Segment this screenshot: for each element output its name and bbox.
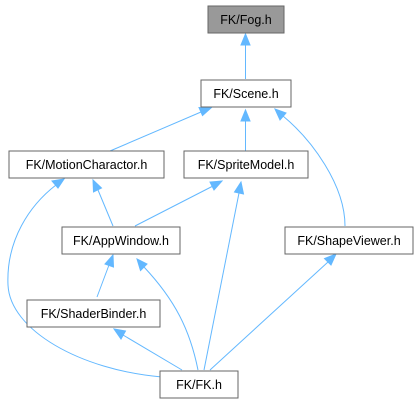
edge-fk-to-motion bbox=[7, 178, 163, 378]
edge-fk-to-shader bbox=[112, 328, 183, 371]
node-scene-h[interactable]: FK/Scene.h bbox=[200, 79, 292, 108]
node-shape-viewer-h[interactable]: FK/ShapeViewer.h bbox=[284, 226, 414, 255]
node-sprite-model-h-label: FK/SpriteModel.h bbox=[198, 158, 295, 172]
node-fog-h[interactable]: FK/Fog.h bbox=[207, 5, 285, 34]
edge-fk-to-shape bbox=[209, 253, 337, 371]
nodes-layer: FK/Fog.h FK/Scene.h FK/MotionCharactor.h… bbox=[8, 5, 414, 399]
node-shape-viewer-h-label: FK/ShapeViewer.h bbox=[297, 234, 400, 248]
edge-motion-to-scene bbox=[109, 106, 213, 152]
edge-sprite-to-scene bbox=[240, 108, 251, 151]
edges-layer bbox=[7, 32, 346, 378]
edge-fk-to-appwin bbox=[136, 258, 199, 371]
node-scene-h-label: FK/Scene.h bbox=[213, 87, 278, 101]
edge-appwin-to-sprite bbox=[134, 180, 224, 227]
node-fk-h[interactable]: FK/FK.h bbox=[159, 370, 239, 399]
edge-shader-to-appwin bbox=[96, 253, 115, 298]
node-shader-binder-h[interactable]: FK/ShaderBinder.h bbox=[26, 299, 161, 328]
node-motion-charactor-h-label: FK/MotionCharactor.h bbox=[26, 158, 148, 172]
node-sprite-model-h[interactable]: FK/SpriteModel.h bbox=[183, 150, 309, 179]
edge-appwin-to-motion bbox=[92, 178, 114, 227]
edge-shape-to-scene bbox=[274, 108, 346, 227]
edge-scene-to-fog bbox=[240, 32, 251, 79]
node-app-window-h-label: FK/AppWindow.h bbox=[73, 234, 169, 248]
node-app-window-h[interactable]: FK/AppWindow.h bbox=[61, 226, 181, 255]
edge-fk-to-sprite bbox=[203, 180, 245, 371]
node-shader-binder-h-label: FK/ShaderBinder.h bbox=[41, 307, 147, 321]
node-fog-h-label: FK/Fog.h bbox=[220, 13, 271, 27]
node-motion-charactor-h[interactable]: FK/MotionCharactor.h bbox=[8, 150, 165, 179]
node-fk-h-label: FK/FK.h bbox=[176, 378, 222, 392]
